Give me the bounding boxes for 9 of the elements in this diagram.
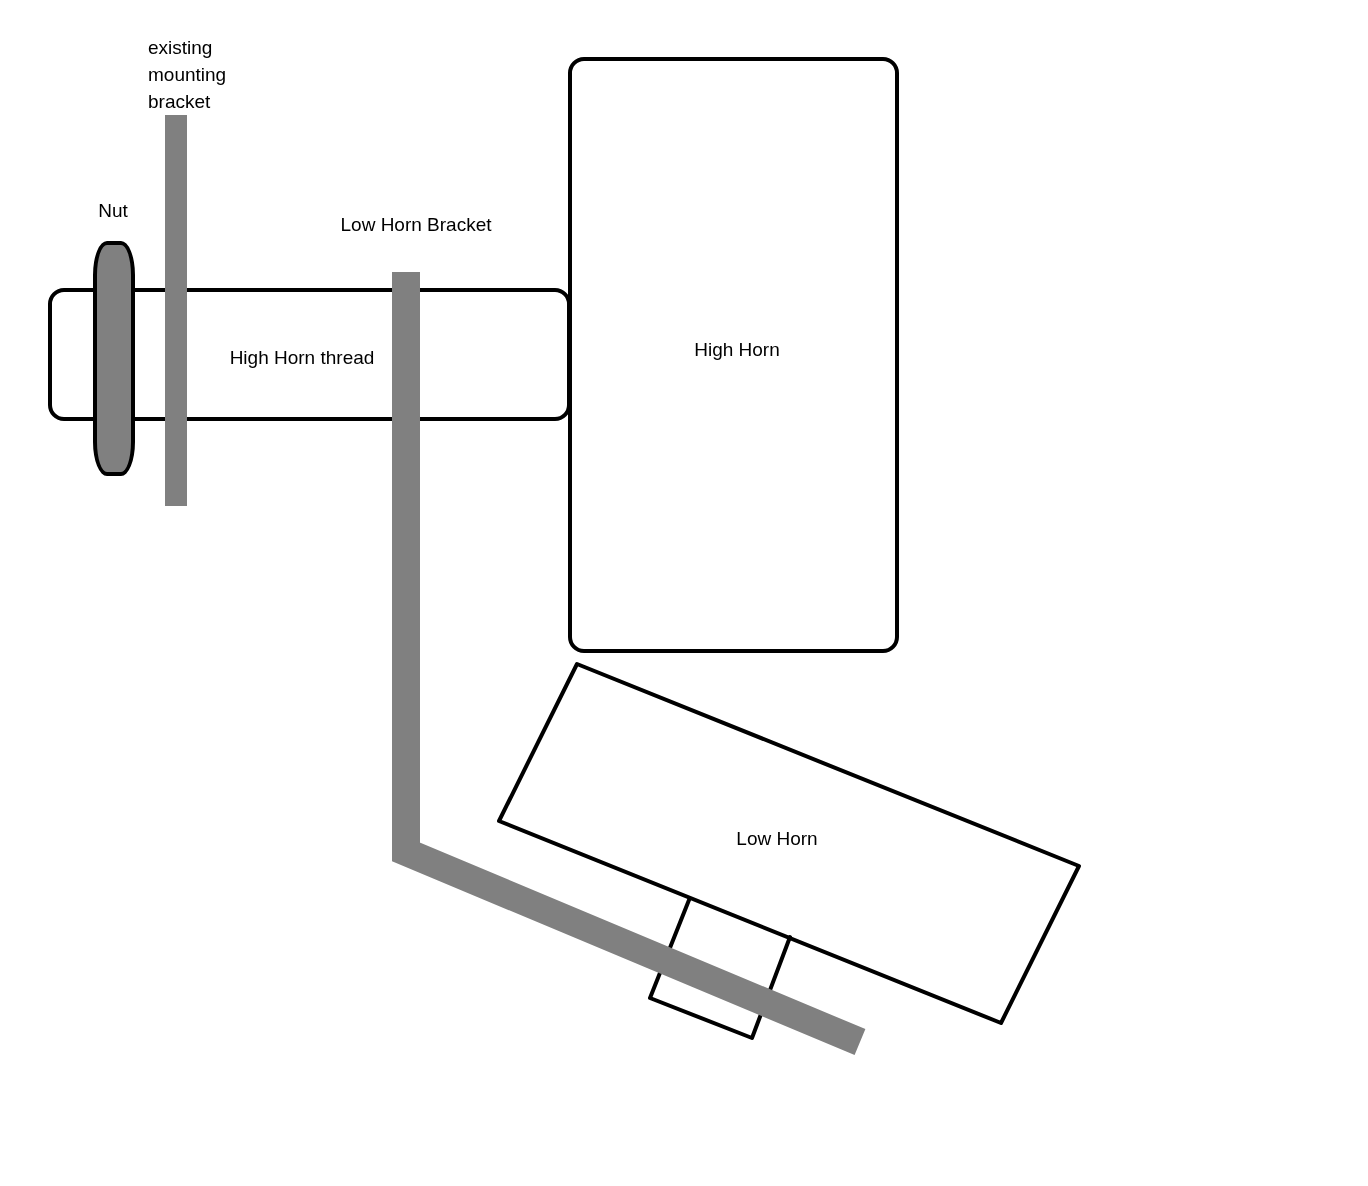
bracket-label: Low Horn Bracket — [340, 213, 492, 236]
horn-body — [496, 660, 1084, 1042]
horn-body — [568, 57, 899, 653]
horn-label: High Horn — [694, 338, 780, 361]
thread-label: High Horn thread — [229, 346, 375, 369]
nut-label: Nut — [98, 199, 128, 222]
bracket-label: existing mounting bracket — [148, 36, 227, 114]
bolt-thread — [48, 288, 571, 421]
horn-label: Low Horn — [736, 827, 818, 850]
